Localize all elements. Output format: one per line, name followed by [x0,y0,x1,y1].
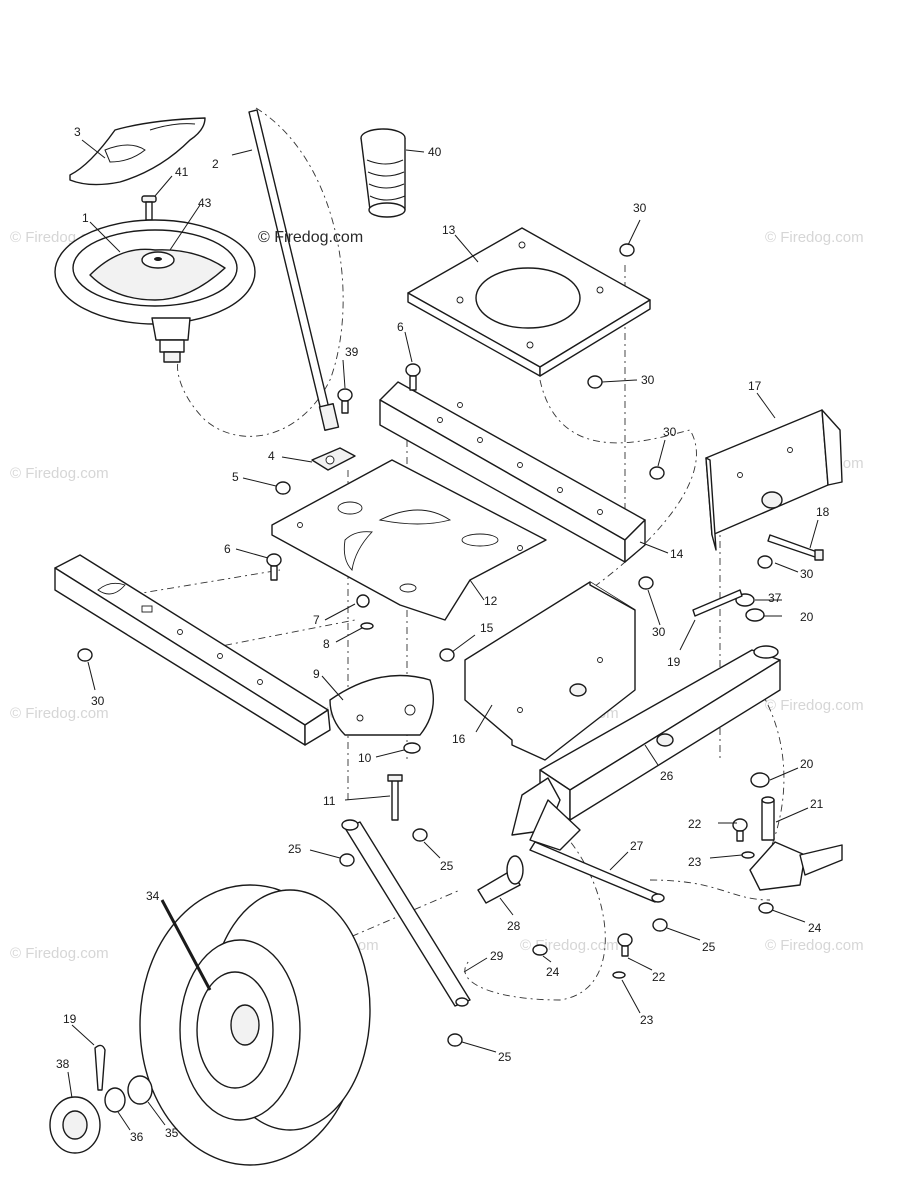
callout-19: 19 [667,655,681,669]
callout-21: 21 [810,797,824,811]
callout-5: 5 [232,470,239,484]
steering-wheel [54,219,256,363]
callout-4: 4 [268,449,275,463]
watermark: © Firedog.com [765,697,864,714]
bolt-11 [387,774,403,821]
callout-23: 23 [688,855,702,869]
callout-39: 39 [345,345,359,359]
callout-20: 20 [800,610,814,624]
callout-30: 30 [652,625,666,639]
sector-gear-plate [329,674,434,736]
callout-26: 26 [660,769,674,783]
spindle-right [749,796,843,891]
callout-27: 27 [630,839,644,853]
callout-25: 25 [702,940,716,954]
callout-30: 30 [663,425,677,439]
front-axle-support [464,581,636,761]
leader-lines [67,139,819,1131]
callout-19: 19 [63,1012,77,1026]
seat-mounting-plate [407,227,651,377]
steering-shaft [248,109,340,431]
callout-22: 22 [652,970,666,984]
callout-16: 16 [452,732,466,746]
callout-25: 25 [498,1050,512,1064]
callout-34: 34 [146,889,160,903]
hardware-parts [77,243,774,1113]
callout-28: 28 [507,919,521,933]
callout-14: 14 [670,547,684,561]
callout-6: 6 [224,542,231,556]
callout-20: 20 [800,757,814,771]
watermark: © Firedog.com [10,705,109,722]
shaft-bracket [311,447,356,471]
spindle-left [511,777,581,851]
callout-6: 6 [397,320,404,334]
callout-12: 12 [484,594,498,608]
bolt-18 [767,534,824,561]
callout-41: 41 [175,165,189,179]
callout-40: 40 [428,145,442,159]
steering-wheel-cover [69,117,206,186]
callout-10: 10 [358,751,372,765]
side-frame-rail [54,554,331,746]
callout-17: 17 [748,379,762,393]
callout-22: 22 [688,817,702,831]
callout-24: 24 [808,921,822,935]
callout-35: 35 [165,1126,179,1140]
tie-rod [529,841,665,903]
callout-30: 30 [91,694,105,708]
front-tire-wheel [139,884,371,1166]
callout-7: 7 [313,613,320,627]
watermark-main: © Firedog.com [258,229,363,246]
steering-support-plate [271,459,547,621]
callout-30: 30 [633,201,647,215]
frame-cross-channel [379,381,646,563]
callout-30: 30 [641,373,655,387]
callout-9: 9 [313,667,320,681]
callout-11: 11 [323,794,336,808]
callout-36: 36 [130,1130,144,1144]
watermark: © Firedog.com [765,229,864,246]
callout-labels: 1 2 3 4 5 6 6 7 8 9 10 11 12 13 14 15 16… [56,125,830,1144]
frame-bracket-rear [705,409,843,551]
drag-link [341,819,471,1007]
callout-30: 30 [800,567,814,581]
callout-25: 25 [440,859,454,873]
callout-8: 8 [323,637,330,651]
callout-38: 38 [56,1057,70,1071]
callout-37: 37 [768,591,782,605]
callout-23: 23 [640,1013,654,1027]
callout-2: 2 [212,157,219,171]
callout-3: 3 [74,125,81,139]
callout-25: 25 [288,842,302,856]
callout-18: 18 [816,505,830,519]
callout-13: 13 [442,223,456,237]
screw-41 [141,195,157,221]
spindle-stub [477,855,524,904]
steering-boot [360,128,406,218]
watermark: © Firedog.com [765,937,864,954]
watermark: © Firedog.com [10,945,109,962]
callout-1: 1 [82,211,89,225]
callout-15: 15 [480,621,494,635]
callout-24: 24 [546,965,560,979]
callout-43: 43 [198,196,212,210]
watermark: © Firedog.com [10,465,109,482]
hub-cap [49,1096,101,1154]
callout-29: 29 [490,949,504,963]
